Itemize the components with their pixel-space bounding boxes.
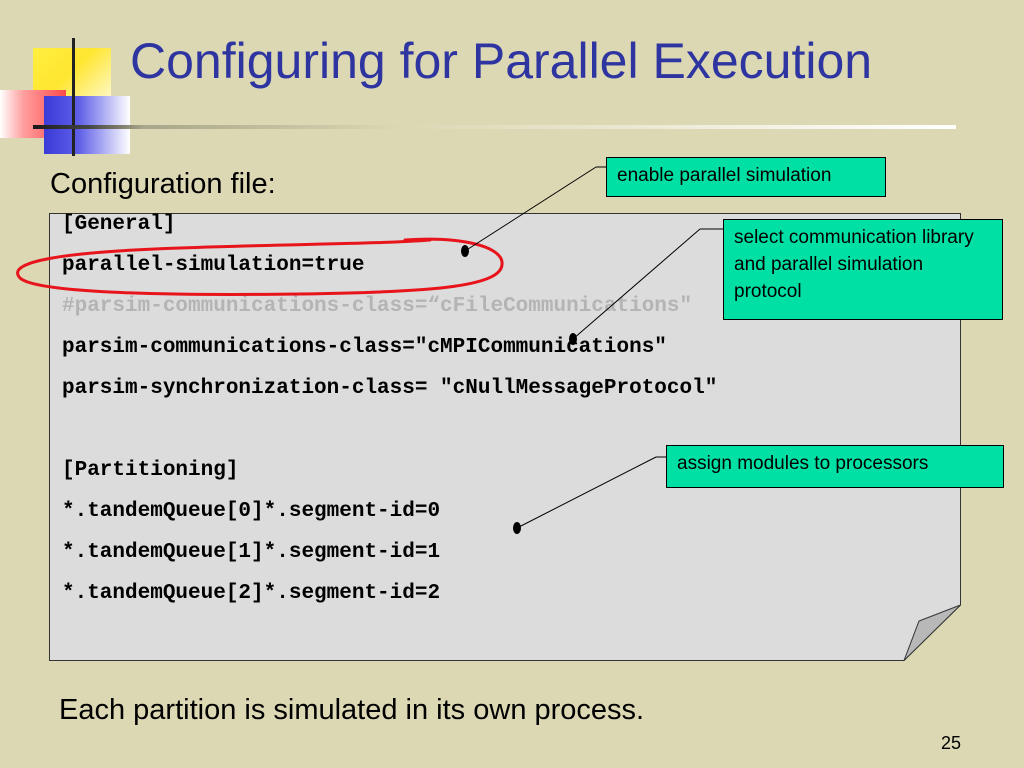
- callout-assign-modules: assign modules to processors: [666, 445, 1004, 488]
- code-line-communications-class: parsim-communications-class="cMPICommuni…: [62, 336, 667, 359]
- slide-logo: [0, 38, 135, 158]
- title-underline: [33, 125, 956, 129]
- config-file-label: Configuration file:: [50, 168, 276, 200]
- code-line-commented: #parsim-communications-class=“cFileCommu…: [62, 295, 693, 318]
- code-line-segment-0: *.tandemQueue[0]*.segment-id=0: [62, 500, 441, 523]
- code-line-general: [General]: [62, 213, 176, 236]
- code-sheet: [49, 213, 961, 661]
- code-line-partitioning: [Partitioning]: [62, 459, 239, 482]
- code-line-segment-1: *.tandemQueue[1]*.segment-id=1: [62, 541, 441, 564]
- callout-enable-parallel: enable parallel simulation: [606, 157, 886, 197]
- code-line-synchronization-class: parsim-synchronization-class= "cNullMess…: [62, 377, 718, 400]
- callout-communication-library: select communication library and paralle…: [723, 219, 1003, 320]
- summary-text: Each partition is simulated in its own p…: [59, 694, 645, 726]
- slide-title: Configuring for Parallel Execution: [130, 33, 873, 89]
- code-line-segment-2: *.tandemQueue[2]*.segment-id=2: [62, 582, 441, 605]
- code-sheet-background: [49, 213, 961, 661]
- logo-vertical-line: [72, 38, 75, 156]
- code-line-parallel-simulation: parallel-simulation=true: [62, 254, 365, 277]
- page-number: 25: [941, 733, 962, 753]
